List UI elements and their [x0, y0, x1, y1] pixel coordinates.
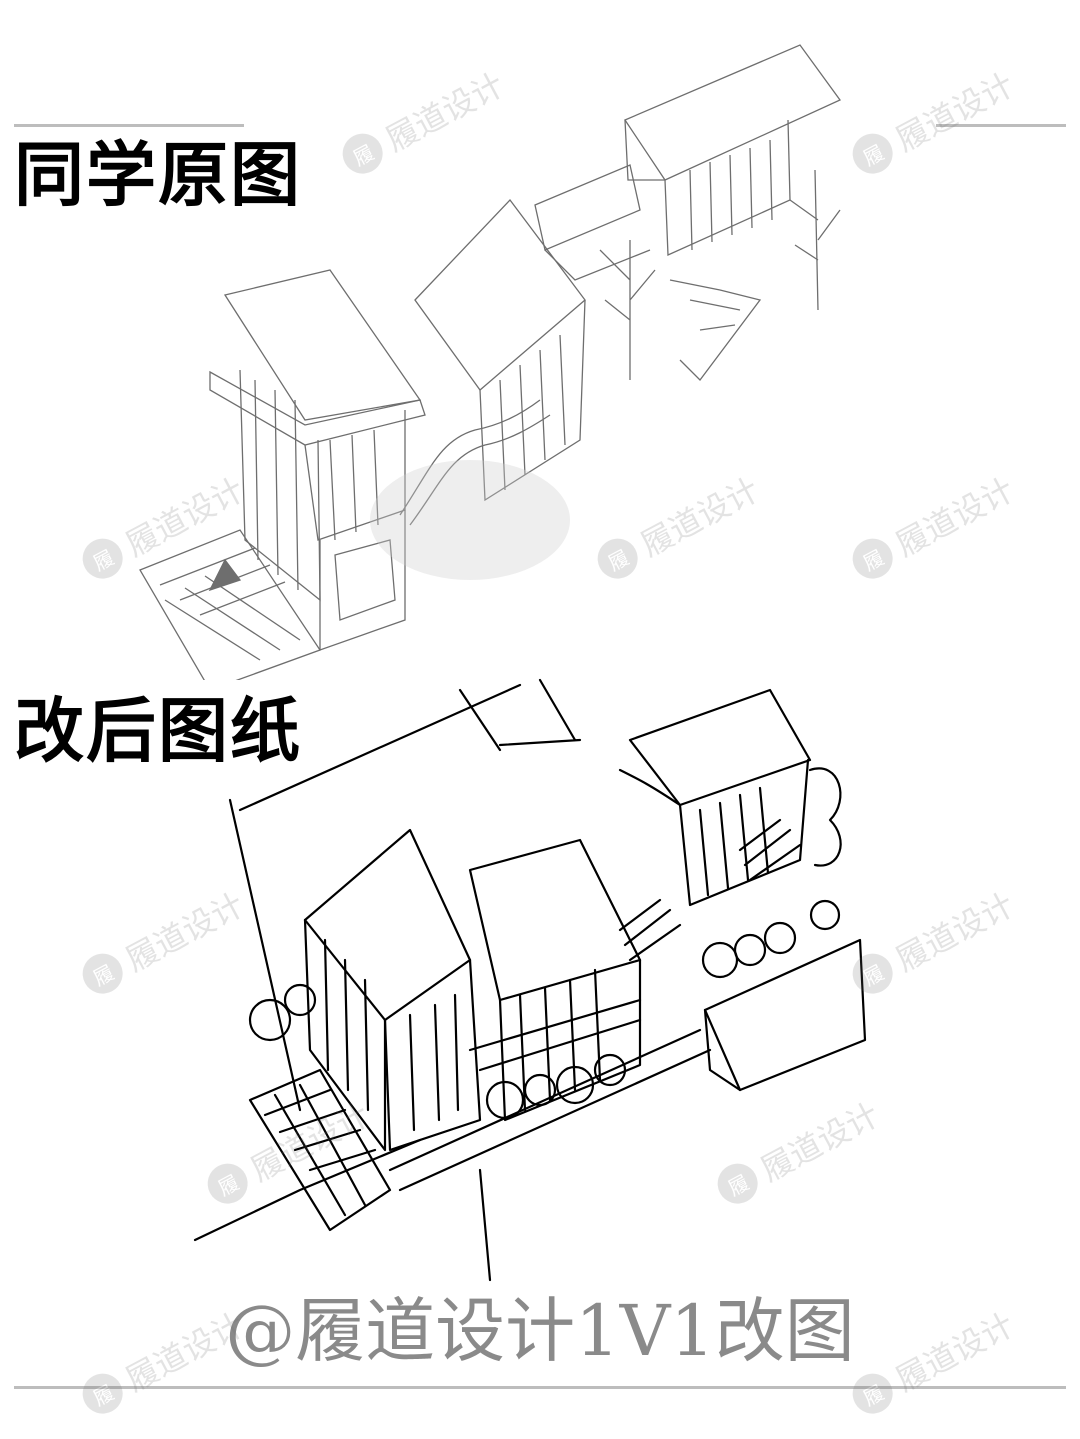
top-rule-right: [936, 124, 1066, 127]
top-rule-left: [14, 124, 244, 127]
watermark-seal-icon: 履: [845, 1366, 900, 1421]
caption: @履道设计1V1改图: [225, 1290, 855, 1372]
heading-revised: 改后图纸: [14, 690, 302, 772]
original-sketch: [139, 44, 841, 680]
heading-original: 同学原图: [14, 134, 302, 216]
revised-sketch: [193, 678, 867, 1282]
bottom-rule: [14, 1386, 1066, 1389]
watermark-seal-icon: 履: [75, 1366, 130, 1421]
